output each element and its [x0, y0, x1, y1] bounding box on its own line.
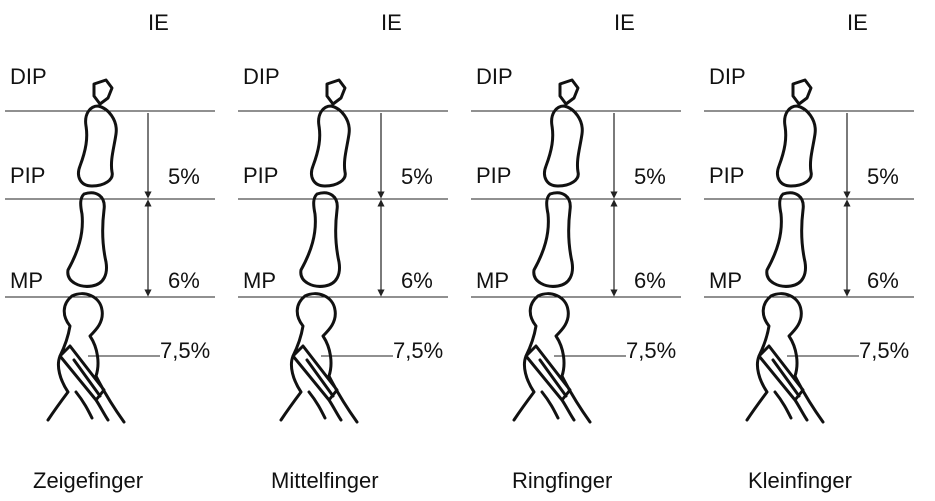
percent-lower: 7,5% [160, 338, 210, 363]
finger-bones-illustration [279, 78, 359, 424]
percent-middle: 6% [634, 268, 666, 293]
dip-label: DIP [476, 64, 513, 89]
ie-label: IE [148, 10, 169, 35]
percent-upper: 5% [168, 164, 200, 189]
percent-middle: 6% [401, 268, 433, 293]
percent-upper: 5% [867, 164, 899, 189]
mp-label: MP [243, 268, 276, 293]
ie-label: IE [614, 10, 635, 35]
percent-lower: 7,5% [393, 338, 443, 363]
pip-label: PIP [476, 163, 511, 188]
percent-upper: 5% [634, 164, 666, 189]
finger-panel-1: IE DIP PIP MP 5% 6% 7,5% Zeigefinger [5, 10, 215, 493]
finger-name: Mittelfinger [271, 468, 379, 493]
mp-label: MP [10, 268, 43, 293]
pip-label: PIP [709, 163, 744, 188]
finger-bones-illustration [46, 78, 126, 424]
percent-lower: 7,5% [859, 338, 909, 363]
finger-panel-3: IE DIP PIP MP 5% 6% 7,5% Ringfinger [471, 10, 681, 493]
finger-name: Ringfinger [512, 468, 612, 493]
finger-panel-4: IE DIP PIP MP 5% 6% 7,5% Kleinfinger [704, 10, 914, 493]
finger-panel-2: IE DIP PIP MP 5% 6% 7,5% Mittelfinger [238, 10, 448, 493]
pip-label: PIP [243, 163, 278, 188]
finger-name: Kleinfinger [748, 468, 852, 493]
percent-middle: 6% [168, 268, 200, 293]
pip-label: PIP [10, 163, 45, 188]
percent-upper: 5% [401, 164, 433, 189]
percent-middle: 6% [867, 268, 899, 293]
ie-label: IE [847, 10, 868, 35]
mp-label: MP [709, 268, 742, 293]
mp-label: MP [476, 268, 509, 293]
dip-label: DIP [709, 64, 746, 89]
percent-lower: 7,5% [626, 338, 676, 363]
dip-label: DIP [10, 64, 47, 89]
finger-bones-illustration [745, 78, 825, 424]
dip-label: DIP [243, 64, 280, 89]
finger-bones-illustration [512, 78, 592, 424]
finger-name: Zeigefinger [33, 468, 143, 493]
ie-label: IE [381, 10, 402, 35]
